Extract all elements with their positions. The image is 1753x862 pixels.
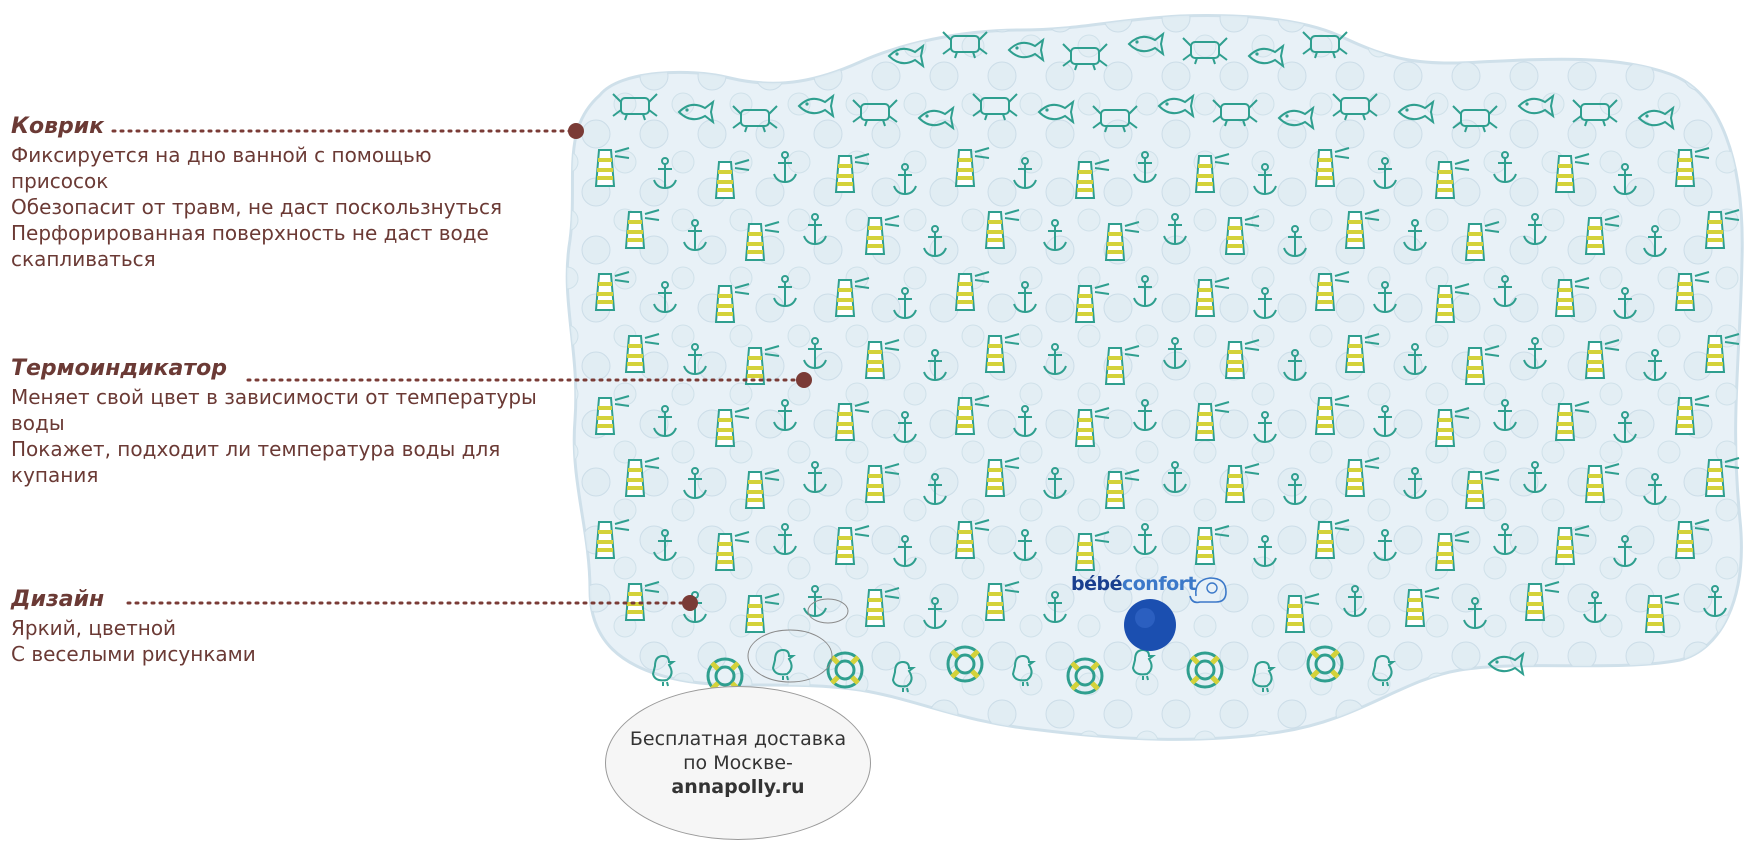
callout-mat-line-2: присосок [11,169,109,193]
callout-mat-line-4: Перфорированная поверхность не даст воде [11,221,489,245]
callout-mat-line-3: Обезопасит от травм, не даст поскользнут… [11,195,503,219]
callout-design: Дизайн Яркий, цветной С веселыми рисунка… [11,585,511,667]
callout-thermo-title: Термоиндикатор [11,356,227,381]
callout-mat-title: Коврик [11,114,105,139]
callout-mat-line-1: Фиксируется на дно ванной с помощью [11,143,432,167]
callout-thermo-line-4: купания [11,463,99,487]
delivery-line-1: Бесплатная доставка [629,728,847,750]
callout-thermo-line-3: Покажет, подходит ли температура воды дл… [11,437,501,461]
brand-part2: confort [1121,573,1197,595]
callout-thermo-line-1: Меняет свой цвет в зависимости от темпер… [11,385,537,409]
delivery-line-2: по Москве- [683,752,793,774]
delivery-site-link[interactable]: annapolly.ru [671,776,805,798]
brand-logo: bébéconfort [1071,573,1197,595]
leader-dot-thermo [796,372,812,388]
callout-design-title: Дизайн [11,587,105,612]
callout-thermo: Термоиндикатор Меняет свой цвет в зависи… [11,354,581,488]
speech-tail [747,598,849,683]
callout-mat: Коврик Фиксируется на дно ванной с помощ… [11,112,561,272]
callout-design-line-2: С веселыми рисунками [11,642,256,666]
brand-part1: bébé [1071,573,1122,595]
elephant-icon [1189,577,1227,604]
callout-thermo-line-2: воды [11,411,65,435]
callout-mat-line-5: скапливаться [11,247,156,271]
delivery-bubble[interactable]: Бесплатная доставка по Москве- annapolly… [605,686,871,840]
leader-lines [111,123,812,611]
leader-dot-mat [568,123,584,139]
callout-design-line-1: Яркий, цветной [11,616,177,640]
leader-dot-design [682,595,698,611]
